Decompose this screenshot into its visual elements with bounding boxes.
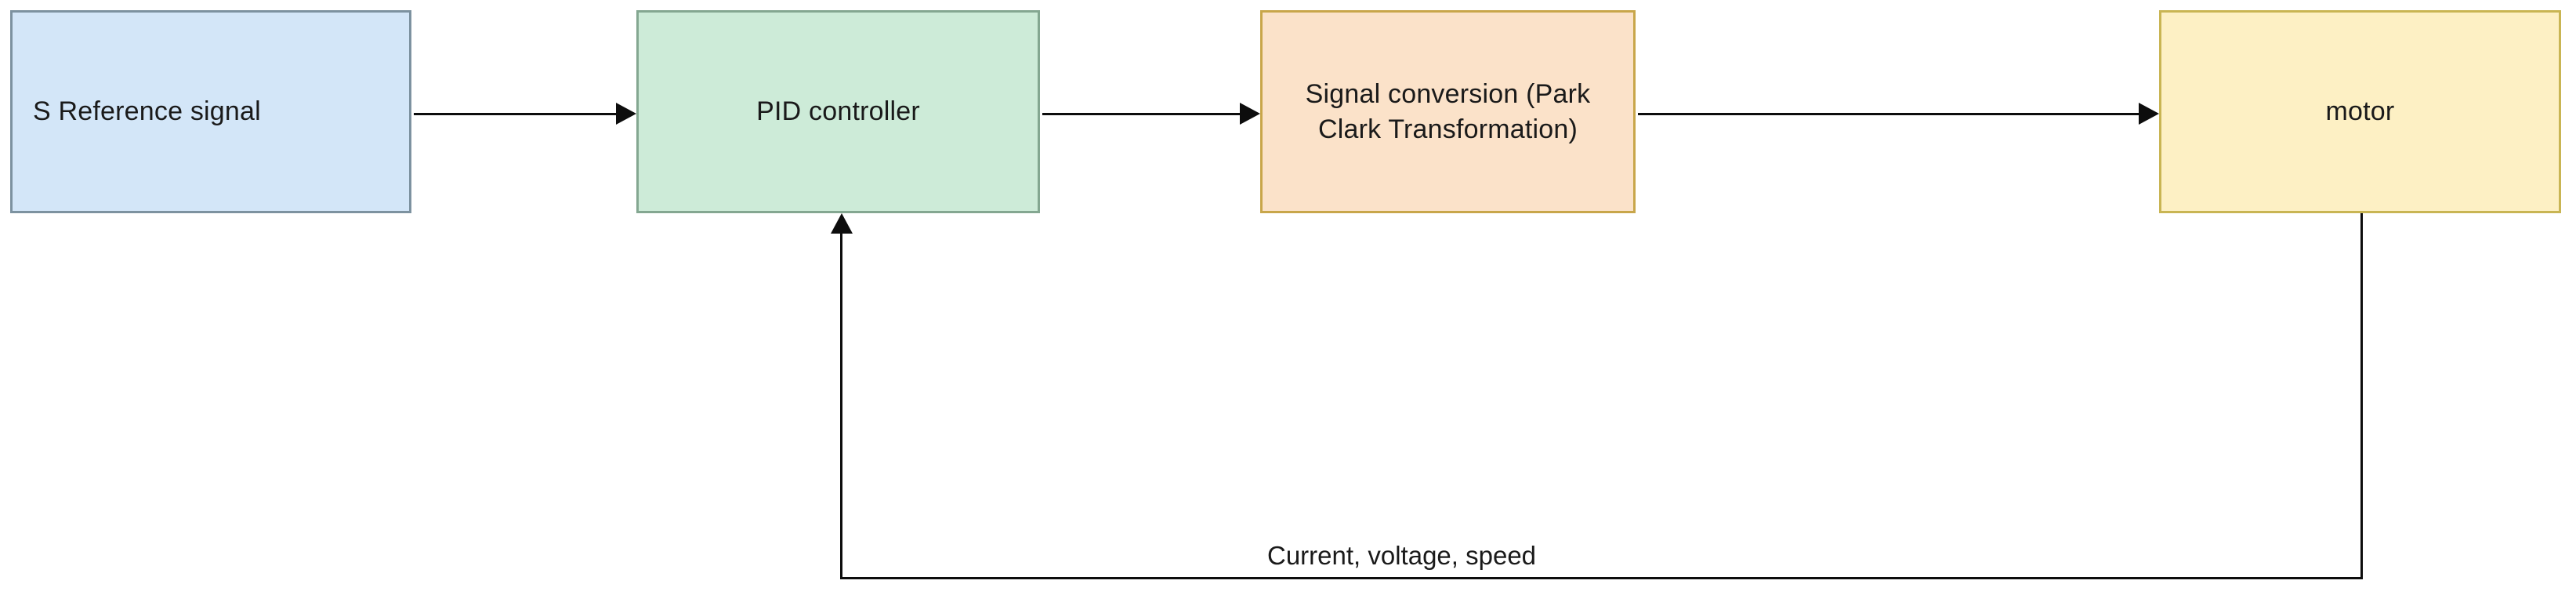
node-signal-conversion[interactable]: Signal conversion (Park Clark Transforma… [1260, 10, 1636, 213]
edge-pid-to-conversion-arrowhead-icon [1240, 103, 1260, 125]
node-pid-controller-label: PID controller [756, 96, 920, 127]
edge-feedback-vertical-left [840, 234, 842, 579]
node-motor-label: motor [2325, 96, 2395, 127]
node-reference-signal[interactable]: S Reference signal [10, 10, 411, 213]
edge-feedback-arrowhead-icon [831, 213, 853, 234]
edge-pid-to-conversion-line [1042, 113, 1240, 115]
node-pid-controller[interactable]: PID controller [636, 10, 1040, 213]
node-motor[interactable]: motor [2159, 10, 2561, 213]
node-reference-signal-label: S Reference signal [33, 96, 261, 127]
edge-ref-to-pid-line [414, 113, 616, 115]
edge-ref-to-pid-arrowhead-icon [616, 103, 636, 125]
edge-conversion-to-motor-arrowhead-icon [2139, 103, 2159, 125]
edge-feedback-label: Current, voltage, speed [1267, 541, 1537, 570]
edge-conversion-to-motor-line [1638, 113, 2139, 115]
node-signal-conversion-label: Signal conversion (Park Clark Transforma… [1305, 78, 1591, 144]
edge-feedback-horizontal-bottom [840, 577, 2363, 579]
edge-feedback-vertical-right [2360, 213, 2363, 579]
